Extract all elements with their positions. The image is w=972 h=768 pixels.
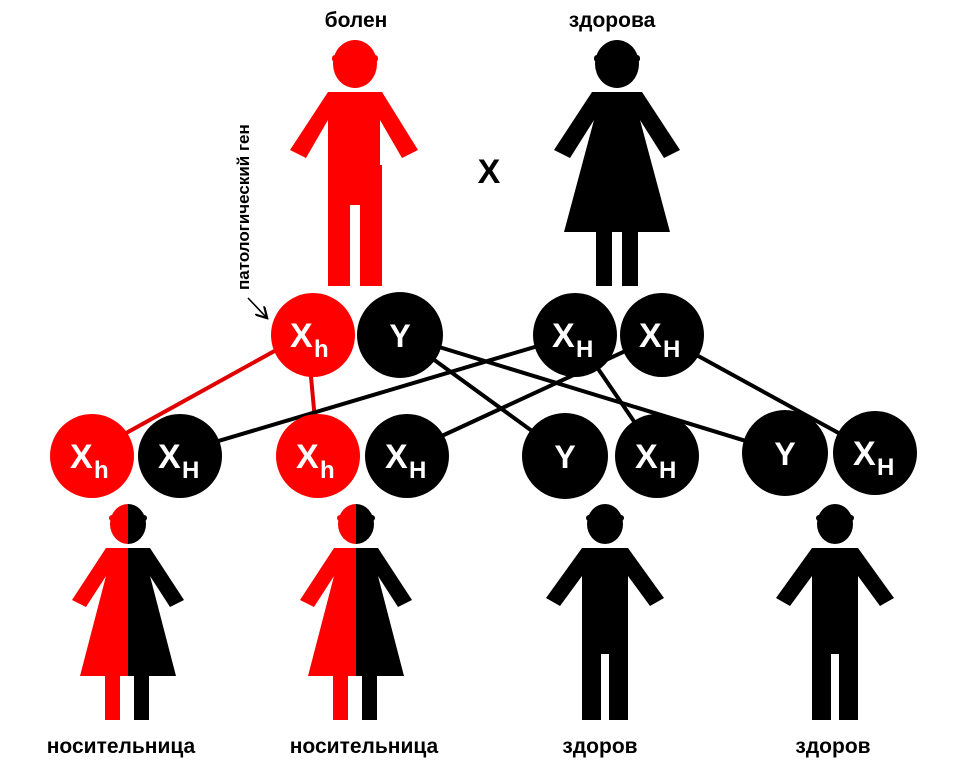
gamete-letter: X: [290, 317, 313, 355]
father-label: болен: [325, 9, 388, 32]
affected-half: [72, 504, 128, 720]
gamete-letter: X: [158, 438, 181, 476]
gamete-subscript: H: [663, 336, 680, 363]
cross-symbol: X: [478, 153, 501, 191]
gamete-subscript: H: [182, 457, 199, 484]
gamete-letter: X: [853, 435, 876, 473]
gamete-daughter1-xh: X h: [50, 414, 134, 498]
gamete-mother-xh-2: X H: [620, 293, 704, 377]
gamete-letter: X: [552, 317, 575, 355]
son2-figure: [776, 504, 894, 720]
offspring-label-3: здоров: [562, 735, 637, 758]
gamete-subscript: h: [314, 336, 329, 363]
gamete-daughter2-xH: X H: [365, 414, 449, 498]
parent-gametes: X h Y X H X H: [271, 292, 704, 378]
gamete-letter: X: [639, 317, 662, 355]
gamete-letter: X: [385, 438, 408, 476]
daughter2-figure: [300, 504, 412, 720]
gamete-son1-xH: X H: [615, 414, 699, 498]
healthy-half: [356, 504, 412, 720]
gamete-son1-y: Y: [522, 413, 608, 499]
line-y-to-son2: [399, 333, 786, 455]
gamete-daughter2-xh: X h: [276, 414, 360, 498]
pathologic-gene-annotation: патологический ген: [234, 124, 253, 290]
gamete-daughter1-xH: X H: [138, 414, 222, 498]
gamete-subscript: h: [320, 457, 335, 484]
son1-figure: [546, 504, 664, 720]
gamete-letter: X: [70, 438, 93, 476]
daughter1-figure: [72, 504, 184, 720]
line-mother-xh1-to-daughter1: [177, 333, 576, 455]
gamete-mother-xh-1: X H: [533, 293, 617, 377]
gamete-father-y: Y: [357, 292, 443, 378]
offspring-label-1: носительница: [47, 735, 196, 758]
offspring-label-2: носительница: [290, 735, 439, 758]
gamete-subscript: H: [659, 457, 676, 484]
gamete-letter: Y: [554, 439, 575, 475]
gamete-subscript: H: [409, 457, 426, 484]
line-mother-xh2-to-daughter2: [404, 333, 661, 455]
gamete-letter: X: [635, 438, 658, 476]
affected-half: [300, 504, 356, 720]
gamete-son2-y: Y: [742, 410, 828, 496]
mother-label: здорова: [569, 9, 656, 32]
gamete-letter: Y: [774, 436, 795, 472]
father-figure: [290, 40, 418, 286]
healthy-half: [128, 504, 184, 720]
gamete-subscript: H: [877, 454, 894, 481]
annotation-arrow-icon: [247, 297, 266, 317]
mother-figure: [554, 40, 680, 286]
gamete-letter: Y: [389, 318, 410, 354]
child-gametes: X h X H X h X H Y X H Y: [50, 410, 917, 499]
gamete-letter: X: [296, 438, 319, 476]
offspring-label-4: здоров: [795, 735, 870, 758]
gamete-father-xh: X h: [271, 293, 355, 377]
gamete-son2-xH: X H: [833, 411, 917, 495]
gamete-subscript: h: [94, 457, 109, 484]
gamete-subscript: H: [576, 336, 593, 363]
